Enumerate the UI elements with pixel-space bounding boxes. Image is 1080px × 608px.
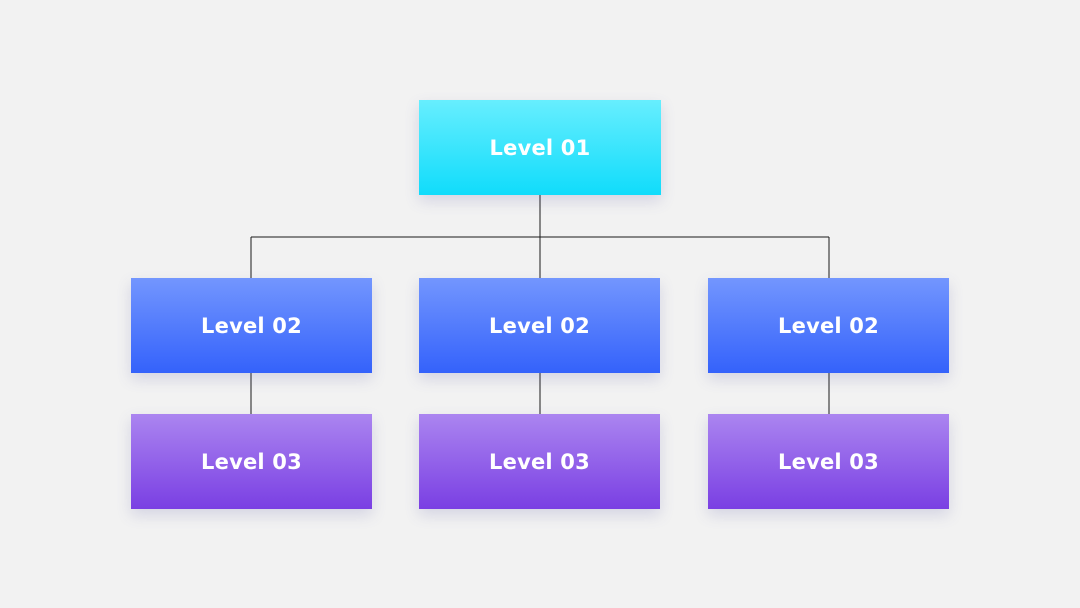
node-level-02-left-label: Level 02 [201, 313, 302, 338]
node-level-01[interactable]: Level 01 [419, 100, 661, 195]
node-level-03-center-label: Level 03 [489, 449, 590, 474]
node-level-02-center[interactable]: Level 02 [419, 278, 660, 373]
node-level-03-right[interactable]: Level 03 [708, 414, 949, 509]
node-level-02-right-label: Level 02 [778, 313, 879, 338]
node-level-03-left[interactable]: Level 03 [131, 414, 372, 509]
node-level-03-left-label: Level 03 [201, 449, 302, 474]
node-level-02-center-label: Level 02 [489, 313, 590, 338]
node-level-01-label: Level 01 [489, 135, 591, 160]
node-level-03-center[interactable]: Level 03 [419, 414, 660, 509]
node-level-02-left[interactable]: Level 02 [131, 278, 372, 373]
node-level-03-right-label: Level 03 [778, 449, 879, 474]
node-level-02-right[interactable]: Level 02 [708, 278, 949, 373]
